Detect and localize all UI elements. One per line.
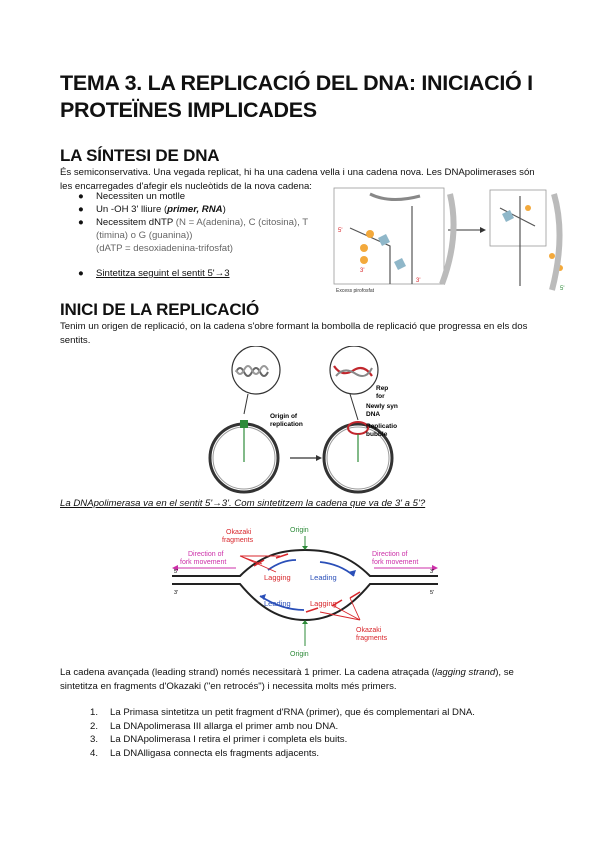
replication-bubble-label: Replicatio <box>366 423 397 430</box>
okazaki-label-top: fragments <box>222 537 254 544</box>
list-item: 3.La DNApolimerasa I retira el primer i … <box>90 734 348 745</box>
leading-label-right: Leading <box>310 573 337 582</box>
leading-lagging-paragraph: La cadena avançada (leading strand) nomé… <box>60 667 514 692</box>
origin-label-top: Origin <box>290 527 309 534</box>
origin-of-replication-label: replication <box>270 421 303 428</box>
bullet-item: ●Sintetitza seguint el sentit 5'→3 <box>78 268 230 279</box>
figure-caption: Excess pirofosfat <box>336 288 375 294</box>
origin-label-bottom: Origin <box>290 651 309 658</box>
replication-fork-figure: Okazaki fragments Okazaki fragments Orig… <box>170 520 440 664</box>
dna-synthesis-intro: És semiconservativa. Una vegada replicat… <box>60 167 535 192</box>
end-label: 3' <box>430 569 434 575</box>
fork-direction-label-right: Direction of <box>372 551 407 558</box>
svg-text:3': 3' <box>360 268 364 274</box>
fork-direction-label-right: fork movement <box>372 559 418 566</box>
okazaki-label-top: Okazaki <box>226 529 252 536</box>
replication-bubble-figure: Origin of replication Rep for Newly syn … <box>208 346 398 494</box>
newly-synthesized-dna-label: DNA <box>366 411 380 418</box>
replication-fork-label: for <box>376 393 385 400</box>
replication-bubble-label: bubble <box>366 431 388 438</box>
end-label: 5' <box>430 590 434 596</box>
svg-text:3': 3' <box>416 278 420 284</box>
end-label: 3' <box>174 590 178 596</box>
lagging-label-left: Lagging <box>264 573 291 582</box>
leading-label-left: Leading <box>264 599 291 608</box>
origin-of-replication-label: Origin of <box>270 413 298 420</box>
section-heading-replication-start: INICI DE LA REPLICACIÓ <box>60 300 259 319</box>
replication-steps-list: 1.La Primasa sintetitza un petit fragmen… <box>82 706 522 760</box>
end-label: 5' <box>174 569 178 575</box>
svg-text:5': 5' <box>560 286 564 292</box>
replication-start-intro: Tenim un origen de replicació, on la cad… <box>60 321 528 346</box>
section-heading-dna-synthesis: LA SÍNTESI DE DNA <box>60 146 220 165</box>
list-item: 1.La Primasa sintetitza un petit fragmen… <box>90 707 475 718</box>
fork-direction-label-left: fork movement <box>180 559 226 566</box>
replication-fork-label: Rep <box>376 385 388 392</box>
bullet-item: ●Necessiten un motlle <box>78 191 186 202</box>
bullet-item: ●Un -OH 3' lliure (primer, RNA) <box>78 204 226 215</box>
newly-synthesized-dna-label: Newly syn <box>366 403 398 410</box>
question-line: La DNApolimerasa va en el sentit 5'→3'. … <box>60 498 426 509</box>
dna-synthesis-bullets: ●Necessiten un motlle ●Un -OH 3' lliure … <box>70 190 330 280</box>
lagging-label-right: Lagging <box>310 599 337 608</box>
page-title: TEMA 3. LA REPLICACIÓ DEL DNA: INICIACIÓ… <box>60 71 533 122</box>
fork-direction-label-left: Direction of <box>188 551 223 558</box>
list-item: 2.La DNApolimerasa III allarga el primer… <box>90 720 339 732</box>
bullet-item: ●Necessitem dNTP (N = A(adenina), C (cit… <box>78 217 308 254</box>
list-item: 4.La DNAlligasa connecta els fragments a… <box>90 747 320 759</box>
nucleotide-addition-figure: 5' 3' 3' 5' Excess pirofosfat <box>333 187 564 294</box>
okazaki-label-bottom: Okazaki <box>356 627 382 634</box>
svg-text:5': 5' <box>338 228 342 234</box>
okazaki-label-bottom: fragments <box>356 635 388 642</box>
